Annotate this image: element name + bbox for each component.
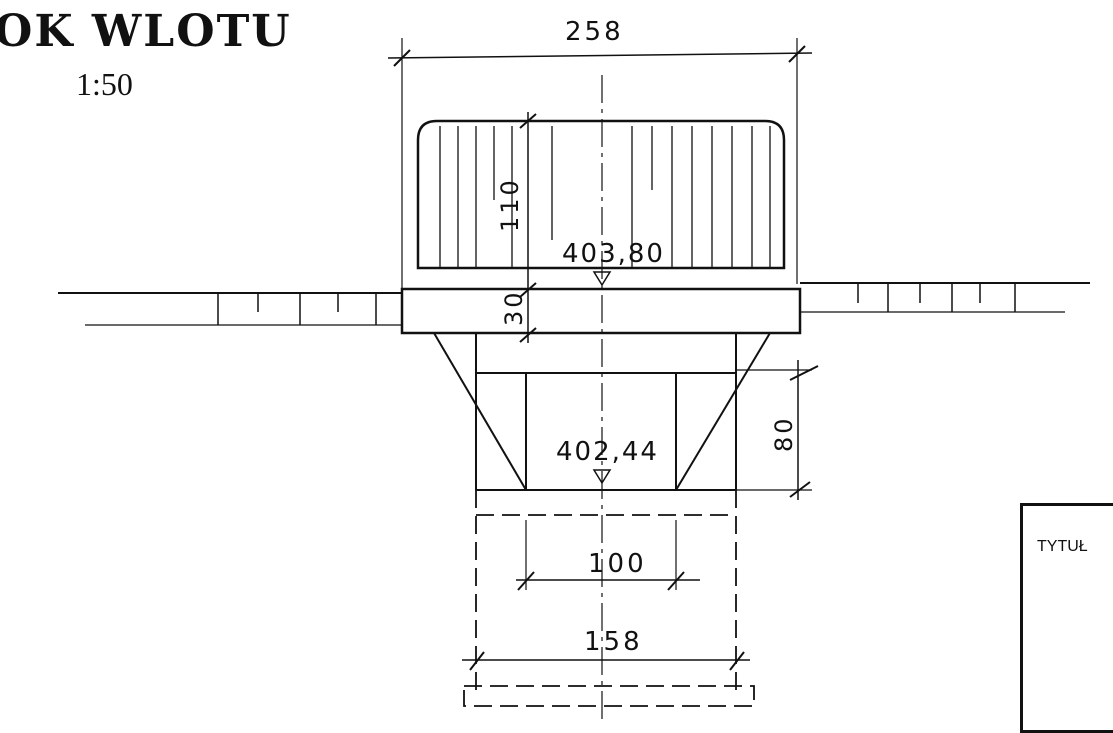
ground-hatching-left	[217, 293, 377, 325]
title-block: TYTUŁ	[1020, 503, 1113, 733]
foundation-dashed	[463, 490, 755, 707]
dim-label-100: 100	[588, 549, 647, 579]
elevation-label-lower: 402,44	[556, 437, 659, 467]
shaft-upper-rect	[475, 332, 737, 374]
dim-label-30: 30	[500, 289, 528, 326]
drawing-scale: 1:50	[76, 66, 133, 102]
elevation-label-upper: 403,80	[562, 239, 665, 269]
ground-hatching-right	[857, 283, 1016, 312]
upper-block-hatching	[439, 126, 771, 268]
drawing-title: OK WLOTU	[0, 6, 292, 57]
elevation-marker-lower	[592, 469, 612, 485]
elevation-marker-upper	[592, 271, 612, 287]
dim-label-110: 110	[496, 177, 524, 232]
dim-line-258	[387, 52, 813, 59]
slope-left	[433, 332, 527, 491]
dim-tick-258-left	[393, 49, 411, 67]
dim-label-80: 80	[770, 415, 798, 452]
dim-tick-258-right	[788, 45, 806, 63]
dim-label-158: 158	[584, 627, 643, 657]
upper-block-outline	[416, 119, 786, 270]
slope-right	[675, 332, 771, 491]
dim-label-258: 258	[565, 17, 624, 47]
slab	[400, 287, 802, 335]
title-block-label: TYTUŁ	[1037, 538, 1088, 555]
